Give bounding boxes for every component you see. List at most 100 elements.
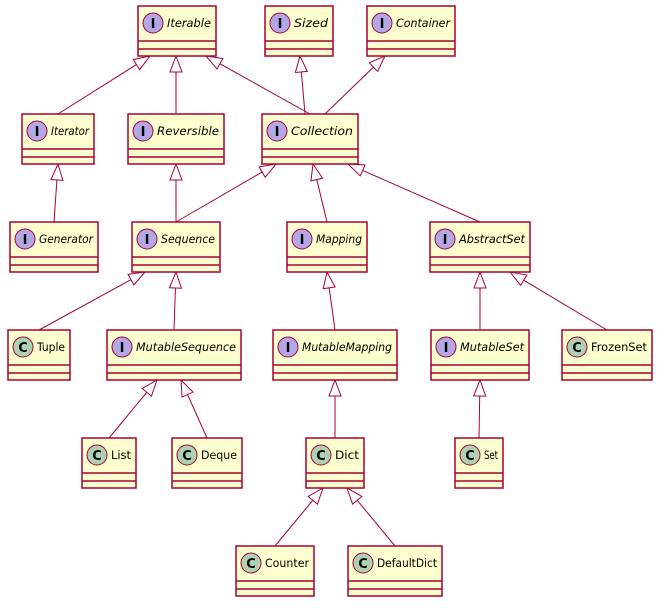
edge-line	[53, 179, 58, 223]
stereotype-letter: I	[443, 233, 448, 248]
stereotype-letter: I	[278, 17, 283, 32]
edge-line	[175, 171, 263, 223]
stereotype-letter: I	[151, 17, 156, 32]
interface-stereotype-icon	[371, 12, 393, 34]
inheritance-edge-generator-iterator	[50, 162, 64, 223]
class-name-label: Sized	[294, 16, 329, 30]
class-name-label: MutableSequence	[136, 340, 236, 354]
class-box-frame	[106, 329, 242, 381]
generalization-arrowhead	[508, 271, 528, 287]
generalization-arrowhead	[169, 54, 183, 73]
class-name-label: Counter	[265, 556, 309, 570]
generalization-arrowhead	[132, 55, 152, 71]
interface-stereotype-icon	[291, 228, 313, 250]
stereotype-letter: I	[23, 233, 28, 248]
class-box-defaultdict: C DefaultDict	[347, 545, 443, 597]
stereotype-letter: C	[316, 449, 326, 464]
interface-stereotype-icon	[269, 12, 291, 34]
stereotype-letter: C	[358, 557, 368, 572]
stereotype-letter: I	[141, 125, 146, 140]
class-box-generator: I Generator	[9, 221, 99, 273]
class-box-list: C List	[81, 437, 137, 489]
inheritance-edge-iterator-iterable	[57, 55, 152, 115]
class-name-label: Container	[396, 16, 451, 30]
generalization-arrowhead	[168, 270, 183, 289]
edge-line	[274, 500, 314, 547]
generalization-arrowhead	[307, 486, 324, 505]
stereotype-letter: I	[300, 233, 305, 248]
inheritance-edge-sequence-reversible	[169, 162, 183, 222]
stereotype-letter: I	[35, 125, 40, 140]
generalization-arrowhead	[258, 163, 278, 179]
edge-line	[300, 71, 306, 115]
class-name-label: MutableSet	[460, 340, 524, 354]
class-stereotype-icon	[176, 444, 198, 466]
stereotype-letter: I	[120, 341, 125, 356]
edge-line	[316, 179, 328, 223]
class-box-iterator: I Iterator	[21, 113, 95, 165]
inheritance-edge-counter-dict	[274, 486, 324, 547]
inheritance-edge-mapping-collection	[310, 162, 328, 223]
class-name-label: Collection	[291, 124, 353, 138]
class-name-label: FrozenSet	[591, 340, 647, 354]
stereotype-letter: C	[18, 341, 28, 356]
edge-line	[523, 279, 608, 331]
class-box-dict: C Dict	[305, 437, 365, 489]
class-box-abstractset: I AbstractSet	[429, 221, 531, 273]
class-name-label: AbstractSet	[458, 232, 525, 246]
class-name-label: Dict	[335, 448, 360, 462]
edge-line	[328, 287, 336, 331]
inheritance-edge-tuple-sequence	[38, 271, 147, 331]
generalization-arrowhead	[50, 162, 64, 181]
interface-stereotype-icon	[14, 228, 36, 250]
class-box-mutablesequence: I MutableSequence	[106, 329, 242, 381]
class-box-sequence: I Sequence	[131, 221, 221, 273]
class-name-label: List	[111, 448, 131, 462]
stereotype-letter: C	[92, 449, 102, 464]
edge-line	[57, 64, 137, 115]
class-name-label: Iterable	[167, 16, 211, 30]
inheritance-edge-collection-iterable	[204, 55, 311, 115]
class-name-label: Tuple	[36, 340, 65, 354]
edge-line	[187, 394, 208, 439]
edge-line	[362, 169, 481, 223]
generalization-arrowhead	[473, 270, 487, 289]
stereotype-letter: I	[145, 233, 150, 248]
inheritance-edge-mutableset-abstractset	[473, 270, 487, 330]
inheritance-edge-list-mutablesequence	[108, 378, 158, 439]
generalization-arrowhead	[310, 162, 324, 182]
class-name-label: MutableMapping	[302, 340, 392, 354]
class-box-mutableset: I MutableSet	[430, 329, 530, 381]
class-stereotype-icon	[566, 336, 588, 358]
interface-stereotype-icon	[142, 12, 164, 34]
inheritance-edge-mutablesequence-sequence	[168, 270, 183, 331]
class-box-iterable: I Iterable	[137, 5, 217, 57]
class-name-label: Sequence	[161, 232, 215, 246]
generalization-arrowhead	[141, 378, 158, 397]
generalization-arrowhead	[472, 378, 487, 397]
class-name-label: Set	[484, 448, 498, 462]
generalization-arrowhead	[204, 55, 224, 70]
class-name-label: Iterator	[51, 124, 90, 138]
interface-stereotype-icon	[132, 120, 154, 142]
class-name-label: DefaultDict	[377, 556, 437, 570]
interface-stereotype-icon	[277, 336, 299, 358]
edge-line	[219, 63, 311, 115]
class-name-label: Generator	[39, 232, 94, 246]
class-stereotype-icon	[352, 552, 374, 574]
inheritance-edge-dict-mutablemapping	[328, 378, 342, 438]
inheritance-edges	[38, 54, 608, 547]
edge-line	[173, 287, 176, 331]
interface-stereotype-icon	[266, 120, 288, 142]
stereotype-letter: I	[444, 341, 449, 356]
generalization-arrowhead	[328, 378, 342, 397]
edge-line	[478, 395, 481, 439]
